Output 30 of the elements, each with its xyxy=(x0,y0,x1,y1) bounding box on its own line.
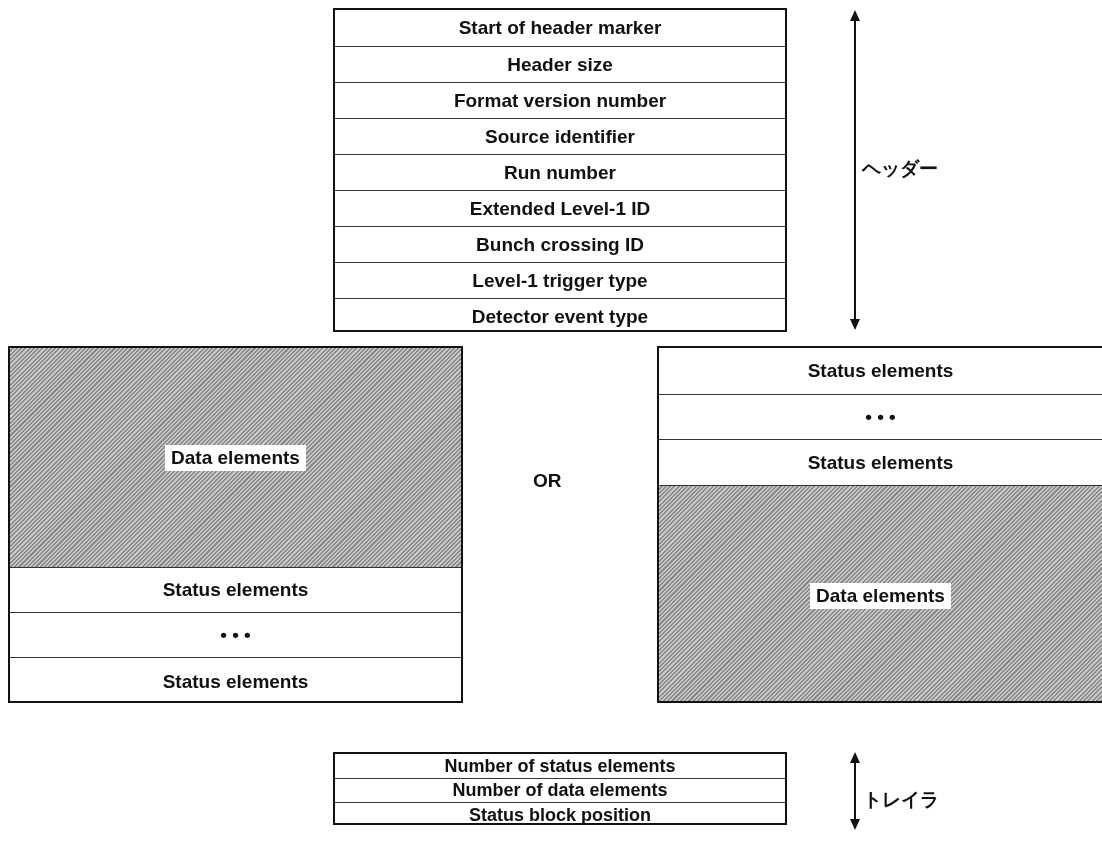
hatched-region xyxy=(659,485,1102,701)
field-label: Status elements xyxy=(162,579,309,601)
side-label: ヘッダー xyxy=(862,157,938,181)
field-label: Number of data elements xyxy=(452,780,668,801)
frame-table xyxy=(657,346,1102,703)
hatched-region xyxy=(10,348,461,567)
field-label: Source identifier xyxy=(485,125,635,148)
field-label: Number of status elements xyxy=(444,755,676,777)
field-label: Status elements xyxy=(162,670,309,693)
field-label: Extended Level-1 ID xyxy=(469,197,651,220)
side-label: OR xyxy=(533,470,562,492)
field-label: Run number xyxy=(504,161,616,184)
field-label: Status elements xyxy=(807,360,954,382)
frame-table xyxy=(8,346,463,703)
region-label: Data elements xyxy=(810,582,951,609)
table-row xyxy=(335,298,785,330)
field-label: Start of header marker xyxy=(458,17,662,39)
field-label: • • • xyxy=(865,406,896,428)
region-label: Data elements xyxy=(165,444,306,471)
frame-table xyxy=(333,8,787,332)
field-label: Level-1 trigger type xyxy=(472,269,648,292)
field-label: • • • xyxy=(220,624,251,646)
table-row xyxy=(335,802,785,823)
field-label: Bunch crossing ID xyxy=(476,233,644,256)
field-label: Header size xyxy=(507,53,613,76)
field-label: Format version number xyxy=(453,89,667,112)
frame-table xyxy=(333,752,787,825)
field-label: Status elements xyxy=(807,451,954,474)
field-label: Detector event type xyxy=(471,305,649,328)
side-label: トレイラ xyxy=(863,788,939,812)
